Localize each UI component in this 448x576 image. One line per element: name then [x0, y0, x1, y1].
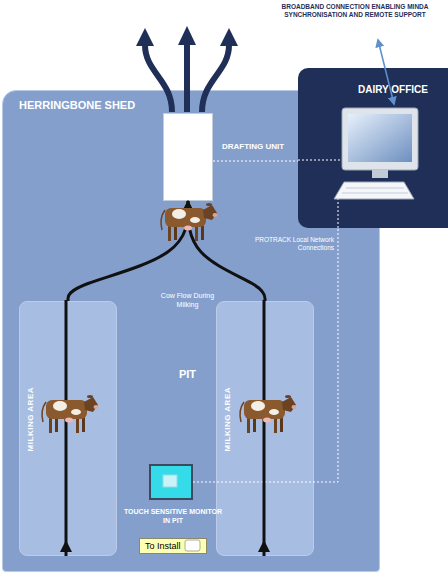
computer-monitor [342, 108, 418, 170]
computer-stand [372, 170, 388, 178]
cow-illustration [161, 203, 218, 241]
button-knob [185, 540, 200, 551]
install-button: To Install [139, 538, 207, 554]
connection-label: PROTRACK Local Network Connections [242, 236, 334, 253]
cow-illustration [42, 395, 99, 433]
broadband-link [378, 40, 394, 104]
network-wire [298, 160, 342, 161]
flow-arrow-head [258, 540, 270, 552]
office-box: DAIRY OFFICE [298, 68, 448, 228]
network-wire [338, 199, 339, 228]
network-connection [193, 228, 338, 482]
office-title: DAIRY OFFICE [348, 84, 438, 95]
area-title: HERRINGBONE SHED [19, 99, 135, 111]
exit-arrow [145, 45, 172, 112]
computer-screen [348, 114, 412, 162]
connection-note: BROADBAND CONNECTION ENABLING MINDA SYNC… [280, 3, 430, 20]
area-label: MILKING AREA [223, 387, 232, 451]
unit-label: DRAFTING UNIT [222, 142, 284, 151]
drafting-unit: DRAFTING UNIT [163, 113, 213, 201]
exit-arrow-head [220, 28, 238, 46]
exit-arrow-head [178, 26, 196, 45]
milking-area: MILKING AREA [19, 301, 117, 556]
flow-line [65, 300, 68, 556]
keyboard [334, 182, 414, 199]
cow-flow-arrow [188, 201, 265, 301]
exit-arrow [184, 44, 190, 112]
network-connection [213, 161, 298, 162]
exit-arrow-head [136, 28, 154, 46]
pit-label: PIT [150, 368, 225, 380]
exit-arrow [202, 45, 229, 112]
cow-illustration [240, 395, 297, 433]
milking-area: MILKING AREA [216, 301, 314, 556]
button-label: To Install [145, 541, 181, 551]
flow-arrow-head [60, 540, 72, 552]
area-label: MILKING AREA [26, 387, 35, 451]
monitor-label: TOUCH SENSITIVE MONITOR IN PIT [123, 508, 223, 526]
cow-flow-arrow [68, 201, 188, 301]
keyboard-keys [346, 188, 404, 189]
flow-note: Cow Flow During Milking [150, 292, 225, 310]
touch-monitor: TOUCH SENSITIVE MONITOR IN PIT [149, 464, 193, 500]
screen-detail [163, 475, 177, 487]
shed-area: HERRINGBONE SHED DRAFTING UNIT MILKING ARE… [2, 90, 380, 572]
keyboard-keys [342, 193, 408, 194]
flow-line [263, 300, 266, 556]
